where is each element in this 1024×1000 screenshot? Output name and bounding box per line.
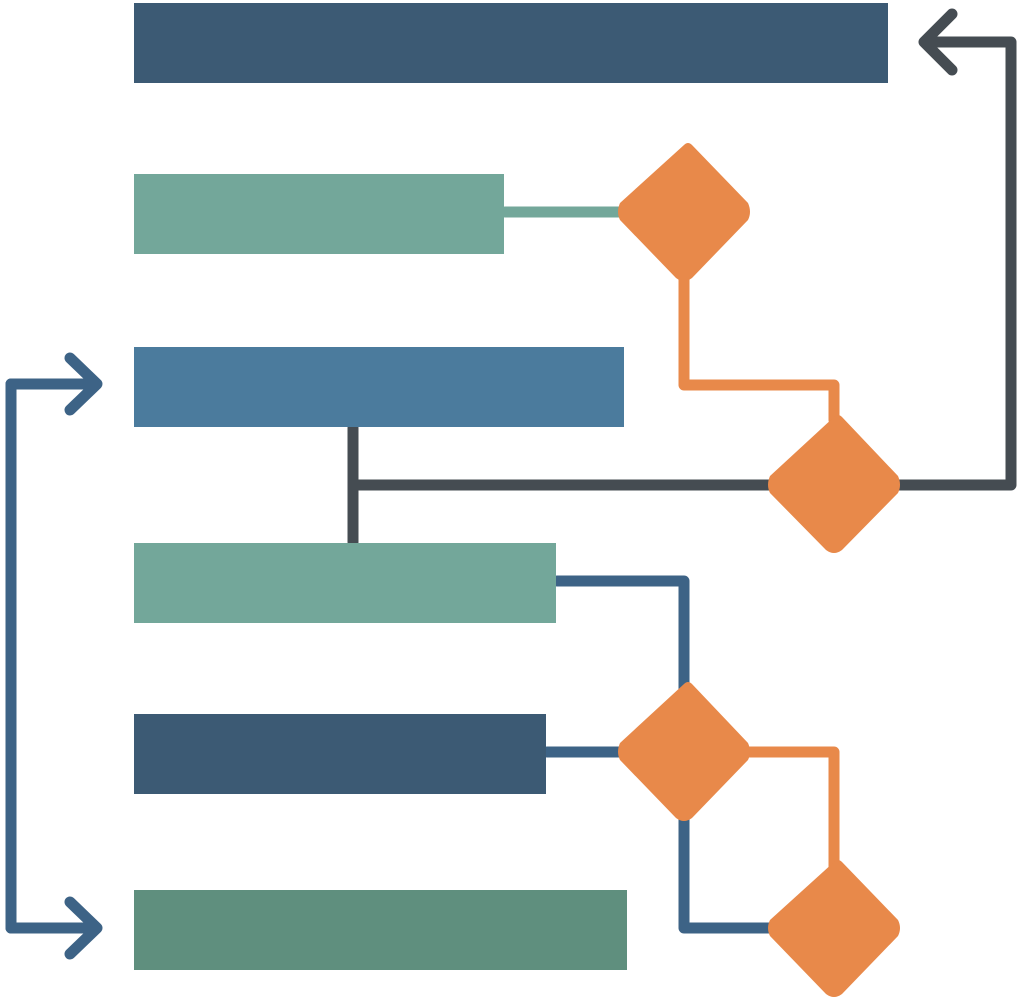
bar-6 — [134, 890, 627, 970]
connector-decision-3-right-to-decision-4 — [742, 746, 840, 874]
decision-1 — [618, 143, 750, 281]
arrowhead-to-bar-3-icon — [64, 352, 103, 416]
connector-bar4-to-decision-3 — [551, 575, 690, 696]
bar-2 — [134, 174, 504, 254]
bar-5 — [134, 714, 546, 794]
decision-3 — [618, 682, 750, 821]
arrowhead-to-bar-6-icon — [64, 896, 103, 960]
decision-2 — [768, 415, 900, 553]
decision-4 — [768, 860, 900, 997]
return-arrow-to-bar-1 — [892, 36, 1017, 491]
connector-decision-3-to-decision-4 — [678, 809, 776, 934]
connector-decision-1-to-decision-2 — [678, 264, 840, 426]
bar-1 — [134, 3, 888, 83]
return-arrowhead-icon — [918, 8, 958, 76]
bar-3 — [134, 347, 624, 427]
bar-4 — [134, 543, 556, 623]
